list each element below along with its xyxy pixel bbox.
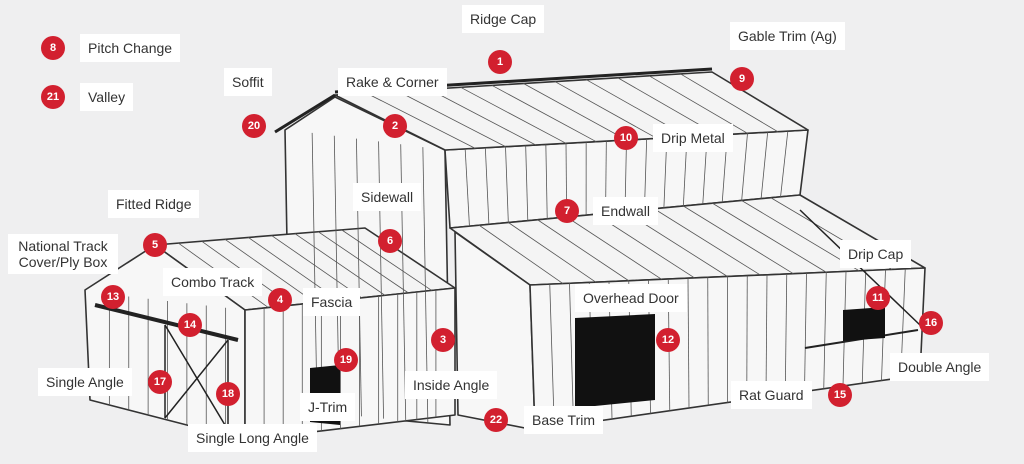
panel-seam — [491, 85, 597, 143]
callout-marker-7: 7 — [555, 199, 579, 223]
panel-seam — [566, 216, 662, 280]
window-opening — [843, 307, 885, 341]
callout-label-17: Single Angle — [38, 368, 132, 396]
panel-seam — [508, 222, 597, 283]
callout-marker-10: 10 — [614, 126, 638, 150]
sliding-door-brace — [164, 324, 229, 431]
callout-marker-2: 2 — [383, 114, 407, 138]
panel-seam — [478, 224, 564, 284]
panel-seam — [765, 274, 768, 398]
panel-seam — [746, 275, 748, 400]
callout-marker-8: 8 — [41, 36, 65, 60]
panel-seam — [318, 231, 409, 294]
panel-seam — [429, 88, 536, 146]
panel-seam — [653, 208, 761, 276]
panel-seam — [341, 229, 432, 291]
panel-seam — [804, 273, 807, 392]
panel-seam — [460, 86, 567, 144]
panel-seam — [525, 145, 529, 221]
callout-label-7: Endwall — [593, 197, 659, 225]
callout-marker-1: 1 — [488, 50, 512, 74]
callout-label-6: Sidewall — [353, 183, 422, 211]
panel-seam — [224, 239, 316, 303]
panel-seam — [554, 81, 657, 139]
panel-seam — [523, 83, 627, 141]
callout-marker-17: 17 — [148, 370, 172, 394]
rake-trim — [274, 93, 336, 134]
panel-seam — [271, 235, 362, 299]
panel-seam — [687, 278, 690, 409]
callout-marker-6: 6 — [378, 229, 402, 253]
callout-label-3: Inside Angle — [405, 371, 498, 399]
panel-seam — [784, 273, 788, 395]
panel-seam — [464, 148, 470, 227]
callout-label-20: Soffit — [224, 68, 272, 96]
panel-seam — [545, 144, 548, 219]
callout-label-1: Ridge Cap — [462, 5, 545, 33]
callout-marker-14: 14 — [178, 313, 202, 337]
panel-seam — [569, 283, 574, 425]
callout-label-2: Rake & Corner — [338, 68, 447, 96]
panel-seam — [484, 147, 490, 225]
callout-label-16: Double Angle — [890, 353, 990, 381]
callout-label-19: J-Trim — [300, 393, 356, 421]
callout-marker-16: 16 — [919, 311, 943, 335]
callout-marker-13: 13 — [101, 285, 125, 309]
sliding-door-track — [94, 303, 239, 342]
callout-label-4: Fascia — [303, 288, 361, 316]
panel-seam — [780, 131, 789, 197]
callout-marker-18: 18 — [216, 382, 240, 406]
callout-label-11: Drip Cap — [840, 240, 912, 268]
callout-label-9: Gable Trim (Ag) — [730, 22, 845, 50]
panel-seam — [683, 205, 794, 275]
panel-seam — [680, 73, 778, 133]
callout-marker-9: 9 — [730, 67, 754, 91]
callout-marker-21: 21 — [41, 85, 65, 109]
callout-marker-3: 3 — [431, 328, 455, 352]
panel-seam — [712, 202, 827, 273]
callout-marker-4: 4 — [268, 288, 292, 312]
panel-seam — [707, 277, 709, 406]
panel-seam — [366, 92, 476, 149]
callout-marker-5: 5 — [143, 233, 167, 257]
callout-marker-20: 20 — [242, 114, 266, 138]
callout-marker-15: 15 — [828, 383, 852, 407]
panel-seam — [648, 75, 748, 134]
callout-marker-22: 22 — [484, 408, 508, 432]
callout-label-8: Pitch Change — [80, 34, 181, 62]
panel-seam — [823, 272, 827, 389]
callout-label-22: Base Trim — [524, 406, 604, 434]
panel-seam — [294, 233, 386, 296]
callout-marker-19: 19 — [334, 348, 358, 372]
panel-seam — [537, 219, 629, 282]
panel-seam — [549, 284, 555, 428]
panel-seam — [741, 133, 748, 201]
overhead-door-opening — [575, 314, 655, 408]
callout-marker-12: 12 — [656, 328, 680, 352]
callout-label-14: Combo Track — [163, 268, 263, 296]
callout-label-12: Overhead Door — [575, 284, 687, 312]
callout-label-5: Fitted Ridge — [108, 190, 200, 218]
panel-seam — [397, 90, 506, 148]
callout-label-13: National Track Cover/Ply Box — [8, 234, 118, 274]
callout-label-10: Drip Metal — [653, 124, 733, 152]
sliding-door-brace — [164, 339, 229, 419]
panel-seam — [505, 146, 509, 223]
callout-label-18: Single Long Angle — [188, 424, 317, 452]
callout-label-15: Rat Guard — [731, 381, 812, 409]
panel-seam — [741, 200, 860, 272]
callout-label-21: Valley — [80, 83, 134, 111]
callout-marker-11: 11 — [866, 286, 890, 310]
panel-seam — [311, 132, 318, 413]
panel-seam — [760, 132, 769, 199]
